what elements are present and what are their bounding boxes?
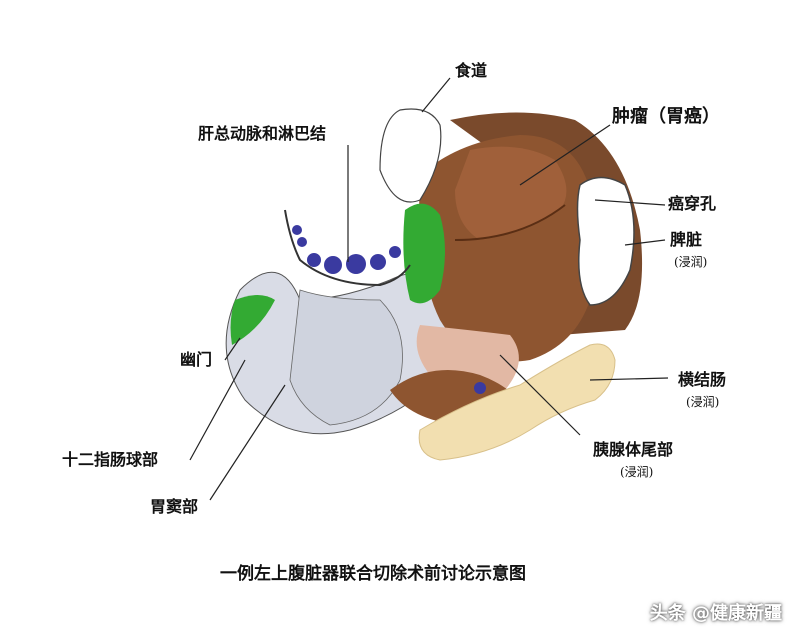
lymph-node bbox=[474, 382, 486, 394]
esophagus-sketch bbox=[379, 108, 442, 203]
perforation-hole bbox=[576, 176, 635, 306]
lymph-node bbox=[370, 254, 386, 270]
label-pylorus: 幽门 bbox=[180, 350, 213, 369]
label-hepatic-artery-nodes: 肝总动脉和淋巴结 bbox=[198, 124, 327, 143]
lymph-node bbox=[389, 246, 401, 258]
stomach-lower bbox=[289, 289, 403, 426]
lymph-node bbox=[324, 256, 342, 274]
label-colon-note: (浸润) bbox=[686, 395, 720, 409]
lymph-nodes bbox=[292, 225, 486, 394]
lymph-node bbox=[346, 254, 366, 274]
label-tumor: 肿瘤（胃癌） bbox=[612, 106, 720, 127]
label-pancreas-note: (浸润) bbox=[620, 465, 654, 479]
lymph-node bbox=[297, 237, 307, 247]
hepatic-artery bbox=[284, 209, 411, 287]
label-perforation: 癌穿孔 bbox=[668, 194, 717, 213]
lymph-node bbox=[292, 225, 302, 235]
tumor-fold-line bbox=[454, 204, 566, 241]
watermark: 头条 @健康新疆 bbox=[649, 603, 782, 624]
lymph-node bbox=[307, 253, 321, 267]
label-transverse-colon: 横结肠 bbox=[678, 370, 727, 389]
figure-caption: 一例左上腹脏器联合切除术前讨论示意图 bbox=[220, 564, 526, 584]
label-antrum: 胃窦部 bbox=[150, 497, 199, 516]
tumor-lobe bbox=[455, 146, 567, 240]
leader-lines bbox=[189, 77, 669, 501]
label-spleen-note: (浸润) bbox=[674, 255, 708, 269]
green-center bbox=[403, 203, 445, 304]
label-esophagus: 食道 bbox=[455, 61, 488, 80]
label-spleen: 脾脏 bbox=[670, 230, 703, 249]
label-pancreas: 胰腺体尾部 bbox=[593, 440, 674, 459]
green-left bbox=[230, 295, 275, 345]
label-duodenal-bulb: 十二指肠球部 bbox=[62, 450, 159, 469]
